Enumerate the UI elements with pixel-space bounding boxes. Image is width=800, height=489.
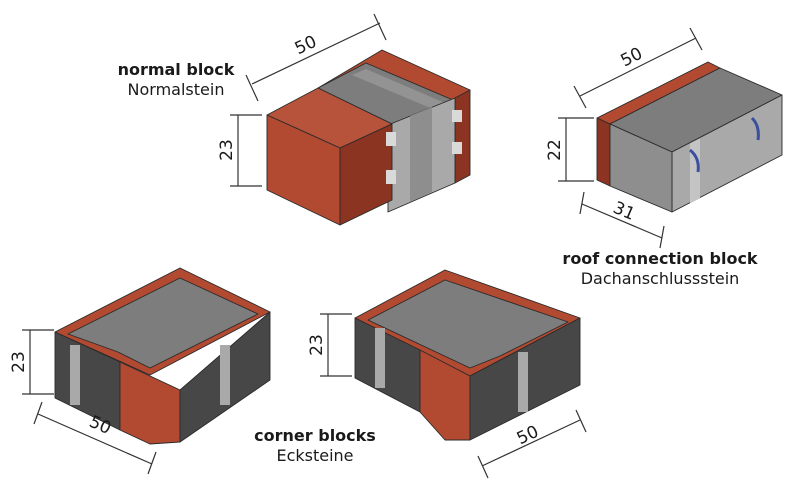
corner-left-rib xyxy=(220,345,230,405)
roof-block-dim-height: 22 xyxy=(545,117,594,182)
corner-blocks-label: corner blocks xyxy=(254,426,376,445)
corner-block-left-drawing xyxy=(54,267,271,445)
corner-right-length-value: 50 xyxy=(514,422,542,449)
roof-block-length-value: 50 xyxy=(618,44,646,72)
normal-block-gray-shade xyxy=(410,107,432,202)
roof-block-insulation-mark xyxy=(750,116,760,141)
roof-block-brick-side xyxy=(596,117,611,187)
corner-right-rib xyxy=(375,328,385,388)
normal-block-label: normal block xyxy=(118,60,235,79)
normal-block-label-de: Normalstein xyxy=(128,80,225,99)
roof-block-label: roof connection block xyxy=(562,249,758,268)
roof-block-insulation-mark xyxy=(689,148,700,173)
roof-block-depth-value: 31 xyxy=(610,198,638,225)
roof-block-gray-left xyxy=(609,123,673,213)
corner-right-height-value: 23 xyxy=(307,334,327,356)
roof-block-height-value: 22 xyxy=(545,139,565,161)
corner-left-gray-top xyxy=(67,277,259,369)
normal-block-notch xyxy=(386,170,396,184)
normal-block-length-value: 50 xyxy=(292,32,320,59)
corner-left-dim-height: 23 xyxy=(9,329,54,395)
roof-block-drawing xyxy=(596,61,783,213)
normal-block-notch xyxy=(386,132,396,146)
normal-block-front-brick-side xyxy=(339,123,393,226)
corner-right-rib xyxy=(518,352,528,412)
normal-block-height-value: 23 xyxy=(217,139,237,161)
corner-right-front-brick xyxy=(419,349,471,441)
corner-blocks-label-de: Ecksteine xyxy=(276,446,353,465)
corner-right-gray-top xyxy=(367,279,569,369)
roof-block-label-de: Dachanschlussstein xyxy=(581,269,740,288)
normal-block-notch xyxy=(452,142,462,154)
roof-block-rib xyxy=(690,138,700,204)
normal-block-top-groove xyxy=(352,69,452,112)
normal-block-drawing xyxy=(266,49,471,226)
normal-block-notch xyxy=(452,110,462,122)
normal-block-dim-height: 23 xyxy=(217,114,262,187)
normal-block-right-brick-side xyxy=(454,89,471,184)
corner-block-right-drawing xyxy=(354,269,581,441)
corner-left-height-value: 23 xyxy=(9,351,29,373)
corner-left-front-brick xyxy=(119,361,181,445)
corner-left-rib xyxy=(70,345,80,405)
corner-right-dim-height: 23 xyxy=(307,313,352,377)
